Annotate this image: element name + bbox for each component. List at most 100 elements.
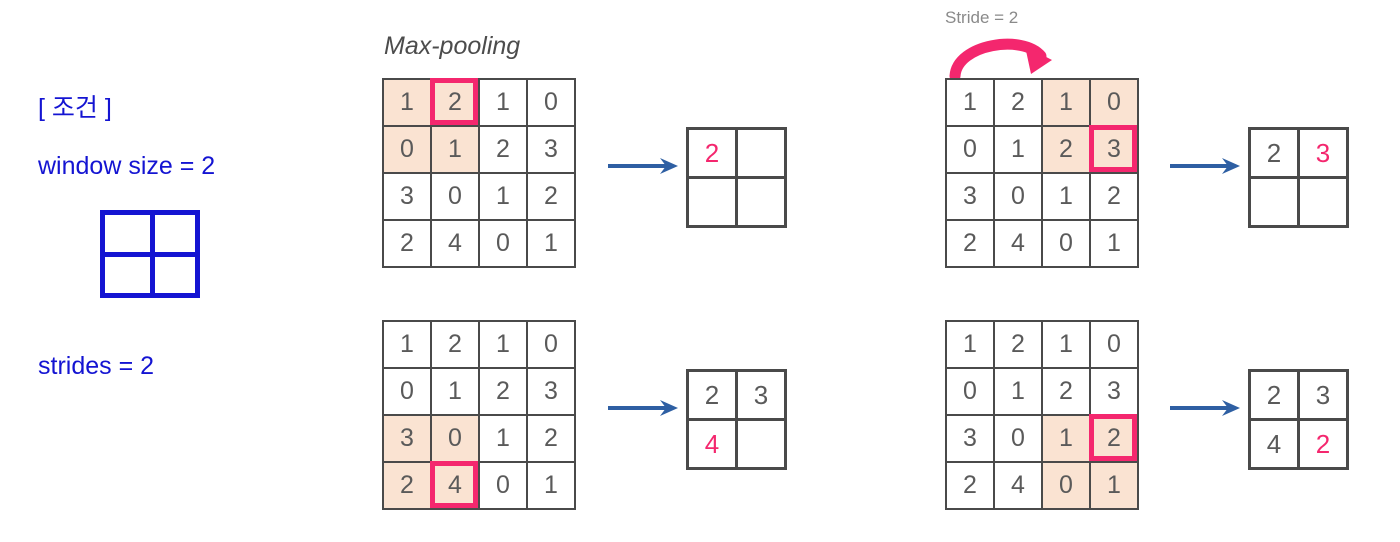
input-cell-in-window: 2 xyxy=(1091,416,1139,463)
output-cell-new: 3 xyxy=(1300,130,1349,179)
input-cell: 0 xyxy=(480,221,528,268)
output-cell xyxy=(738,179,787,228)
output-cell-new: 2 xyxy=(689,130,738,179)
output-matrix-grid: 2 xyxy=(686,127,787,228)
input-cell: 0 xyxy=(528,322,576,369)
input-cell: 3 xyxy=(947,174,995,221)
input-cell: 1 xyxy=(995,369,1043,416)
output-cell-new: 4 xyxy=(689,421,738,470)
input-cell: 1 xyxy=(480,174,528,221)
input-cell-in-window: 1 xyxy=(1043,416,1091,463)
transform-arrow-icon xyxy=(1170,398,1242,418)
transform-arrow-icon xyxy=(1170,156,1242,176)
input-cell: 2 xyxy=(528,174,576,221)
input-cell-in-window: 0 xyxy=(1091,80,1139,127)
output-cell xyxy=(738,421,787,470)
input-cell: 2 xyxy=(384,221,432,268)
output-cell: 3 xyxy=(1300,372,1349,421)
strides-label: strides = 2 xyxy=(38,352,155,380)
input-cell-in-window: 3 xyxy=(384,416,432,463)
output-cell: 2 xyxy=(1251,372,1300,421)
stride-label: Stride = 2 xyxy=(945,8,1019,27)
input-cell: 0 xyxy=(480,463,528,510)
input-cell: 1 xyxy=(995,127,1043,174)
input-cell-in-window: 2 xyxy=(1043,127,1091,174)
input-cell: 3 xyxy=(947,416,995,463)
input-cell-in-window: 3 xyxy=(1091,127,1139,174)
input-cell-in-window: 1 xyxy=(1043,80,1091,127)
input-cell: 0 xyxy=(384,369,432,416)
input-cell: 4 xyxy=(995,221,1043,268)
output-cell: 2 xyxy=(689,372,738,421)
window-size-label: window size = 2 xyxy=(38,152,216,180)
input-cell: 4 xyxy=(995,463,1043,510)
output-cell: 4 xyxy=(1251,421,1300,470)
input-cell-in-window: 4 xyxy=(432,463,480,510)
input-cell-in-window: 1 xyxy=(1091,463,1139,510)
input-cell-in-window: 0 xyxy=(384,127,432,174)
input-cell: 2 xyxy=(947,221,995,268)
input-cell: 0 xyxy=(528,80,576,127)
input-cell-in-window: 1 xyxy=(384,80,432,127)
output-cell xyxy=(689,179,738,228)
input-cell: 1 xyxy=(1043,322,1091,369)
output-cell: 2 xyxy=(1251,130,1300,179)
input-cell-in-window: 0 xyxy=(1043,463,1091,510)
input-cell: 1 xyxy=(480,322,528,369)
input-cell: 2 xyxy=(480,127,528,174)
window-shape-icon xyxy=(100,210,200,298)
input-cell-in-window: 1 xyxy=(432,127,480,174)
input-cell: 3 xyxy=(384,174,432,221)
input-cell: 1 xyxy=(947,80,995,127)
input-cell: 4 xyxy=(432,221,480,268)
input-cell: 2 xyxy=(480,369,528,416)
stride-curved-arrow-icon xyxy=(945,30,1061,82)
input-cell: 1 xyxy=(432,369,480,416)
output-cell xyxy=(1251,179,1300,228)
page-title: Max-pooling xyxy=(384,32,521,60)
output-cell-new: 2 xyxy=(1300,421,1349,470)
input-cell: 3 xyxy=(528,369,576,416)
input-cell: 2 xyxy=(995,80,1043,127)
input-cell: 0 xyxy=(432,174,480,221)
input-cell: 0 xyxy=(1091,322,1139,369)
input-cell-in-window: 2 xyxy=(432,80,480,127)
input-cell: 0 xyxy=(995,174,1043,221)
input-cell: 0 xyxy=(995,416,1043,463)
input-cell: 1 xyxy=(947,322,995,369)
transform-arrow-icon xyxy=(608,156,680,176)
input-cell: 1 xyxy=(1043,174,1091,221)
window-shape-horizontal-divider xyxy=(105,252,195,257)
condition-title: [ 조건 ] xyxy=(38,94,112,122)
transform-arrow-icon xyxy=(608,398,680,418)
input-cell: 2 xyxy=(947,463,995,510)
input-cell: 2 xyxy=(1091,174,1139,221)
input-cell: 0 xyxy=(1043,221,1091,268)
input-cell: 1 xyxy=(528,463,576,510)
condition-legend-panel: [ 조건 ] window size = 2 strides = 2 xyxy=(38,92,348,412)
input-cell: 1 xyxy=(528,221,576,268)
input-cell: 0 xyxy=(947,369,995,416)
input-cell: 1 xyxy=(1091,221,1139,268)
input-cell-in-window: 0 xyxy=(432,416,480,463)
input-cell-in-window: 2 xyxy=(384,463,432,510)
output-cell xyxy=(1300,179,1349,228)
input-cell: 2 xyxy=(528,416,576,463)
input-cell: 1 xyxy=(480,416,528,463)
output-cell xyxy=(738,130,787,179)
input-cell: 1 xyxy=(480,80,528,127)
input-cell: 1 xyxy=(384,322,432,369)
input-cell: 0 xyxy=(947,127,995,174)
input-cell: 2 xyxy=(432,322,480,369)
output-cell: 3 xyxy=(738,372,787,421)
input-cell: 3 xyxy=(528,127,576,174)
input-cell: 3 xyxy=(1091,369,1139,416)
input-cell: 2 xyxy=(995,322,1043,369)
